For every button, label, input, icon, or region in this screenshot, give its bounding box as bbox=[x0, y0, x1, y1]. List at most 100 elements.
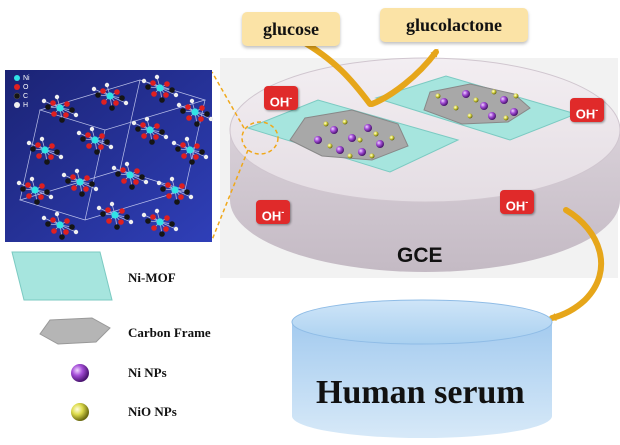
ni-np bbox=[336, 146, 344, 154]
atom bbox=[141, 212, 147, 218]
ni-atom bbox=[126, 171, 134, 179]
crystal-legend-o: O bbox=[23, 84, 29, 91]
atom bbox=[25, 182, 31, 188]
atom bbox=[109, 105, 115, 111]
atom bbox=[169, 87, 175, 93]
atom bbox=[73, 112, 79, 118]
atom bbox=[99, 133, 105, 139]
atom bbox=[36, 153, 42, 159]
atom bbox=[54, 211, 60, 217]
atom bbox=[141, 133, 147, 139]
nio-np bbox=[389, 135, 395, 141]
atom bbox=[34, 199, 40, 205]
legend-ni-mof-label: Ni-MOF bbox=[128, 270, 176, 285]
atom bbox=[160, 186, 166, 192]
atom bbox=[185, 104, 191, 110]
atom bbox=[93, 186, 99, 192]
atom bbox=[115, 171, 121, 177]
atom bbox=[175, 146, 181, 152]
atom bbox=[184, 189, 190, 195]
callout-line-bottom bbox=[211, 149, 249, 241]
ni-atom bbox=[31, 186, 39, 194]
atom bbox=[121, 178, 127, 184]
atom bbox=[164, 81, 170, 87]
atom bbox=[151, 91, 157, 97]
ni-np bbox=[314, 136, 322, 144]
atom bbox=[64, 101, 70, 107]
oh-charge: - bbox=[289, 93, 293, 103]
crystal-legend-h: H bbox=[23, 102, 29, 109]
mof-sheet-left bbox=[246, 99, 460, 173]
ni-atom bbox=[156, 218, 164, 226]
ni-atom bbox=[111, 211, 119, 219]
ni-atom bbox=[41, 146, 49, 154]
atom bbox=[100, 211, 106, 217]
atom bbox=[79, 191, 85, 197]
atom bbox=[119, 208, 125, 214]
atom bbox=[124, 161, 130, 167]
atom bbox=[30, 146, 36, 152]
atom bbox=[54, 94, 60, 100]
atom bbox=[165, 182, 171, 188]
atom bbox=[41, 98, 47, 104]
nio-np bbox=[369, 153, 375, 159]
atom bbox=[59, 234, 65, 240]
ni-np bbox=[510, 108, 518, 116]
atom bbox=[51, 111, 57, 117]
nio-np bbox=[513, 93, 519, 99]
atom bbox=[204, 111, 210, 117]
atom bbox=[84, 175, 90, 181]
atom bbox=[199, 105, 205, 111]
nio-np bbox=[503, 115, 509, 121]
atom bbox=[50, 100, 56, 106]
ni-np bbox=[364, 124, 372, 132]
atom bbox=[163, 226, 169, 232]
atom bbox=[89, 181, 95, 187]
human-serum-label: Human serum bbox=[316, 374, 525, 411]
atom bbox=[100, 88, 106, 94]
atom bbox=[124, 214, 130, 220]
atom bbox=[61, 172, 67, 178]
atom bbox=[109, 201, 115, 207]
ni-np bbox=[376, 140, 384, 148]
to-serum-arrow bbox=[548, 207, 604, 321]
atom bbox=[69, 224, 75, 230]
oh-badge: OH- bbox=[500, 190, 534, 214]
atom bbox=[120, 167, 126, 173]
atom bbox=[164, 215, 170, 221]
legend-c-atom bbox=[13, 92, 21, 100]
ni-atom bbox=[156, 84, 164, 92]
atom bbox=[29, 176, 35, 182]
atom bbox=[50, 217, 56, 223]
oh-charge: - bbox=[525, 197, 529, 207]
atom bbox=[173, 226, 179, 232]
atom bbox=[143, 179, 149, 185]
nio-np bbox=[347, 153, 353, 159]
oh-text: OH bbox=[505, 198, 526, 214]
atom bbox=[198, 116, 204, 122]
atom bbox=[171, 140, 177, 146]
glucose-label: glucose bbox=[242, 12, 340, 46]
atom bbox=[54, 149, 60, 155]
atom bbox=[85, 132, 91, 138]
callout-line-top bbox=[211, 71, 245, 129]
legend-nio-np-swatch bbox=[71, 403, 89, 421]
legend-ni-nps-label: Ni NPs bbox=[128, 365, 167, 380]
ni-np bbox=[358, 148, 366, 156]
atom bbox=[131, 120, 137, 126]
atom bbox=[80, 136, 86, 142]
glucolactone-label: glucolactone bbox=[380, 8, 528, 42]
atom bbox=[149, 139, 155, 145]
atom bbox=[186, 115, 192, 121]
ni-np bbox=[500, 96, 508, 104]
atom bbox=[135, 126, 141, 132]
atom bbox=[163, 134, 169, 140]
ni-atom bbox=[146, 126, 154, 134]
atom bbox=[159, 129, 165, 135]
atom bbox=[163, 92, 169, 98]
atom bbox=[73, 229, 79, 235]
atom bbox=[176, 102, 182, 108]
atom bbox=[145, 84, 151, 90]
atom bbox=[123, 100, 129, 106]
atom bbox=[26, 140, 32, 146]
